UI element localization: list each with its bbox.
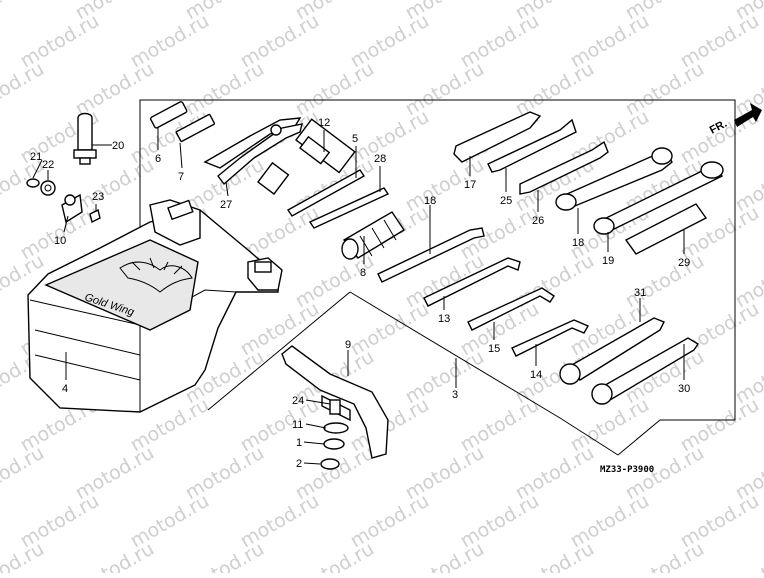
callout-1: 1 xyxy=(296,437,302,449)
callout-20: 20 xyxy=(112,140,124,152)
part-21-nut xyxy=(27,179,39,187)
callout-28: 28 xyxy=(374,153,386,165)
callout-4: 4 xyxy=(62,383,68,395)
callout-22: 22 xyxy=(42,159,54,171)
callout-30: 30 xyxy=(678,383,690,395)
callout-13: 13 xyxy=(438,313,450,325)
callout-19: 19 xyxy=(602,255,614,267)
callout-23: 23 xyxy=(92,191,104,203)
callout-8: 8 xyxy=(360,267,366,279)
watermark-text: motod.ru xyxy=(292,538,378,573)
watermark-text: motod.ru xyxy=(72,538,158,573)
part-24-bolt xyxy=(330,400,340,414)
callout-21: 21 xyxy=(30,151,42,163)
callout-15: 15 xyxy=(488,343,500,355)
callout-27: 27 xyxy=(220,199,232,211)
callout-25: 25 xyxy=(500,195,512,207)
callout-7: 7 xyxy=(178,171,184,183)
callout-3: 3 xyxy=(452,389,458,401)
watermark-text: motod.ru xyxy=(0,58,48,121)
watermark-text: motod.ru xyxy=(0,0,48,24)
callout-26: 26 xyxy=(532,215,544,227)
watermark-text: motod.ru xyxy=(0,442,48,505)
callout-24: 24 xyxy=(292,395,304,407)
callout-2: 2 xyxy=(296,458,302,470)
callout-12: 12 xyxy=(318,117,330,129)
callout-18-hex: 18 xyxy=(424,195,436,207)
callout-29: 29 xyxy=(678,257,690,269)
part-2-nut xyxy=(321,459,339,469)
callout-14: 14 xyxy=(530,369,542,381)
diagram-code: MZ33-P3900 xyxy=(600,465,654,475)
callout-11: 11 xyxy=(292,419,303,431)
callout-17: 17 xyxy=(464,179,476,191)
callout-10: 10 xyxy=(54,235,66,247)
part-1-washer xyxy=(324,439,344,449)
watermark-text: motod.ru xyxy=(402,538,488,573)
watermark-text: motod.ru xyxy=(512,538,598,573)
part-20-cylinder xyxy=(78,114,92,151)
callout-5: 5 xyxy=(352,133,358,145)
callout-9: 9 xyxy=(345,339,351,351)
part-22-washer xyxy=(41,181,55,195)
open-end-wrenches xyxy=(454,112,608,194)
watermark-text: motod.ru xyxy=(622,538,708,573)
watermark-text: motod.ru xyxy=(182,538,268,573)
part-11-collar xyxy=(324,423,348,433)
watermark-text: motod.ru xyxy=(732,538,764,573)
callout-6: 6 xyxy=(155,153,161,165)
callout-18-ring: 18 xyxy=(572,237,584,249)
callout-31: 31 xyxy=(634,287,646,299)
